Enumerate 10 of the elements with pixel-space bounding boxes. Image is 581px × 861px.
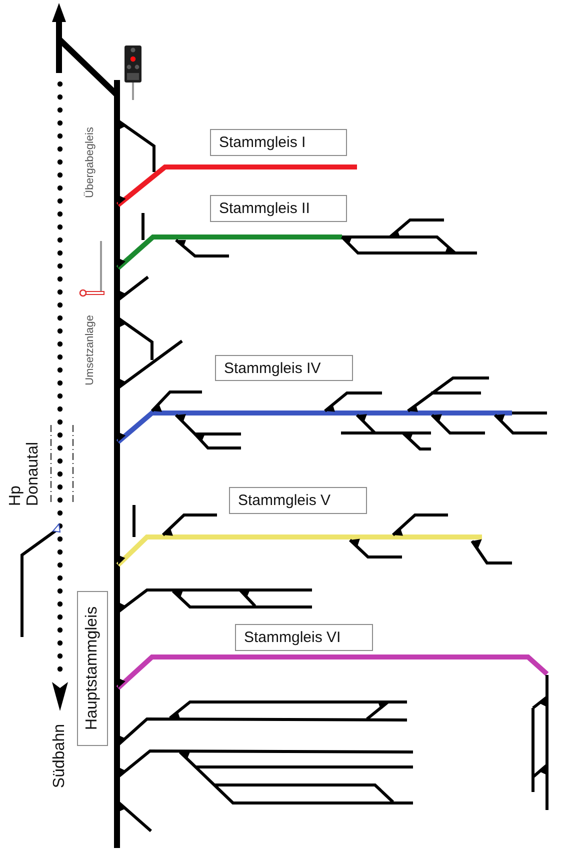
track-label: Übergabegleis [84,127,96,198]
track-name-label: Hauptstammgleis [77,591,108,746]
track-label: Umsetzanlage [84,315,96,386]
track-name-label: Stammgleis IV [215,355,353,381]
track-name-label: Stammgleis II [210,195,347,222]
track-name-label: Stammgleis I [210,129,347,156]
track-name-label: Stammgleis V [229,487,367,514]
line-label: Südbahn [51,724,69,788]
track-name-label: Stammgleis VI [235,624,373,651]
station-label: Hp Donautal [7,440,42,506]
